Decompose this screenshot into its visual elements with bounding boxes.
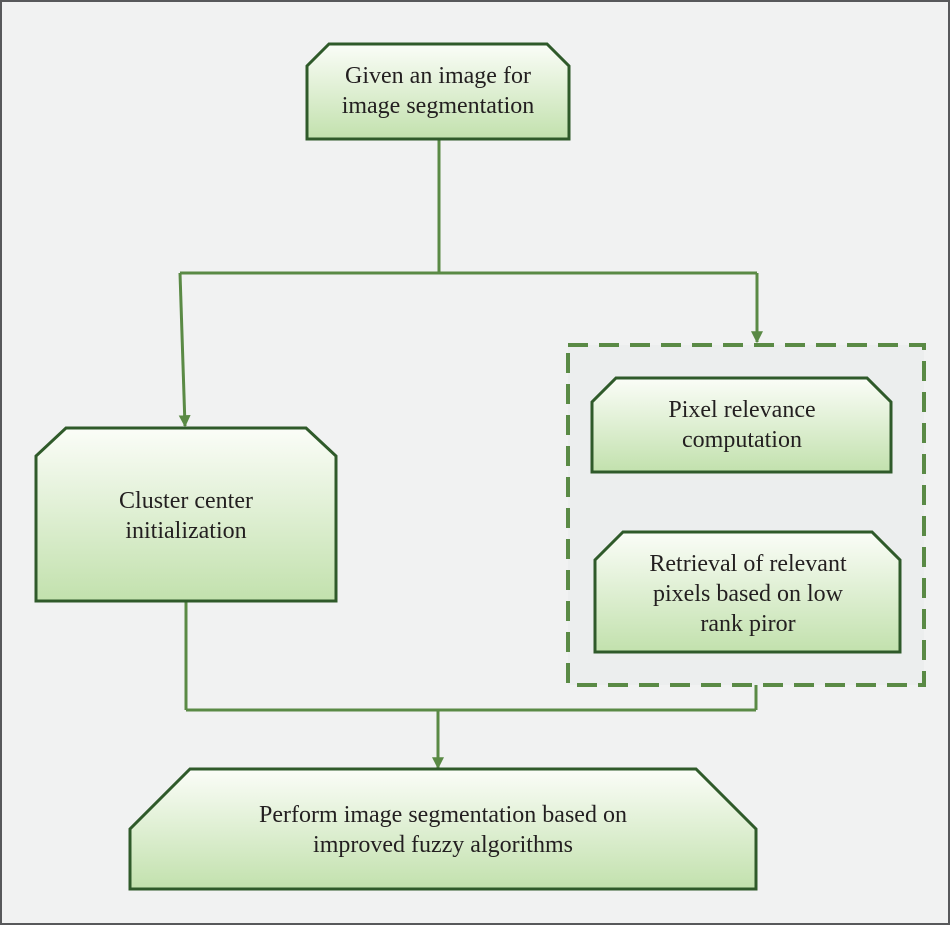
node-shape-retrieval: [593, 530, 902, 654]
connectors: [178, 139, 763, 770]
node-retrieval-relevant-pixels: Retrieval of relevant pixels based on lo…: [649, 551, 847, 637]
node-pixel-relevance-computation: Pixel relevance computation: [668, 397, 816, 453]
node-shape-pixel-relevance: [590, 376, 893, 474]
node-shape-perform-segmentation: [128, 767, 758, 891]
node-given-image: Given an image for image segmentation: [341, 63, 535, 119]
connector-to-cluster-arrow: [178, 272, 191, 428]
node-shape-cluster-center: [34, 426, 338, 603]
node-perform-image-segmentation: Perform image segmentation based on impr…: [259, 802, 627, 858]
node-cluster-center-initialization: Cluster center initialization: [119, 488, 253, 544]
node-shape-given-image: [305, 42, 571, 141]
